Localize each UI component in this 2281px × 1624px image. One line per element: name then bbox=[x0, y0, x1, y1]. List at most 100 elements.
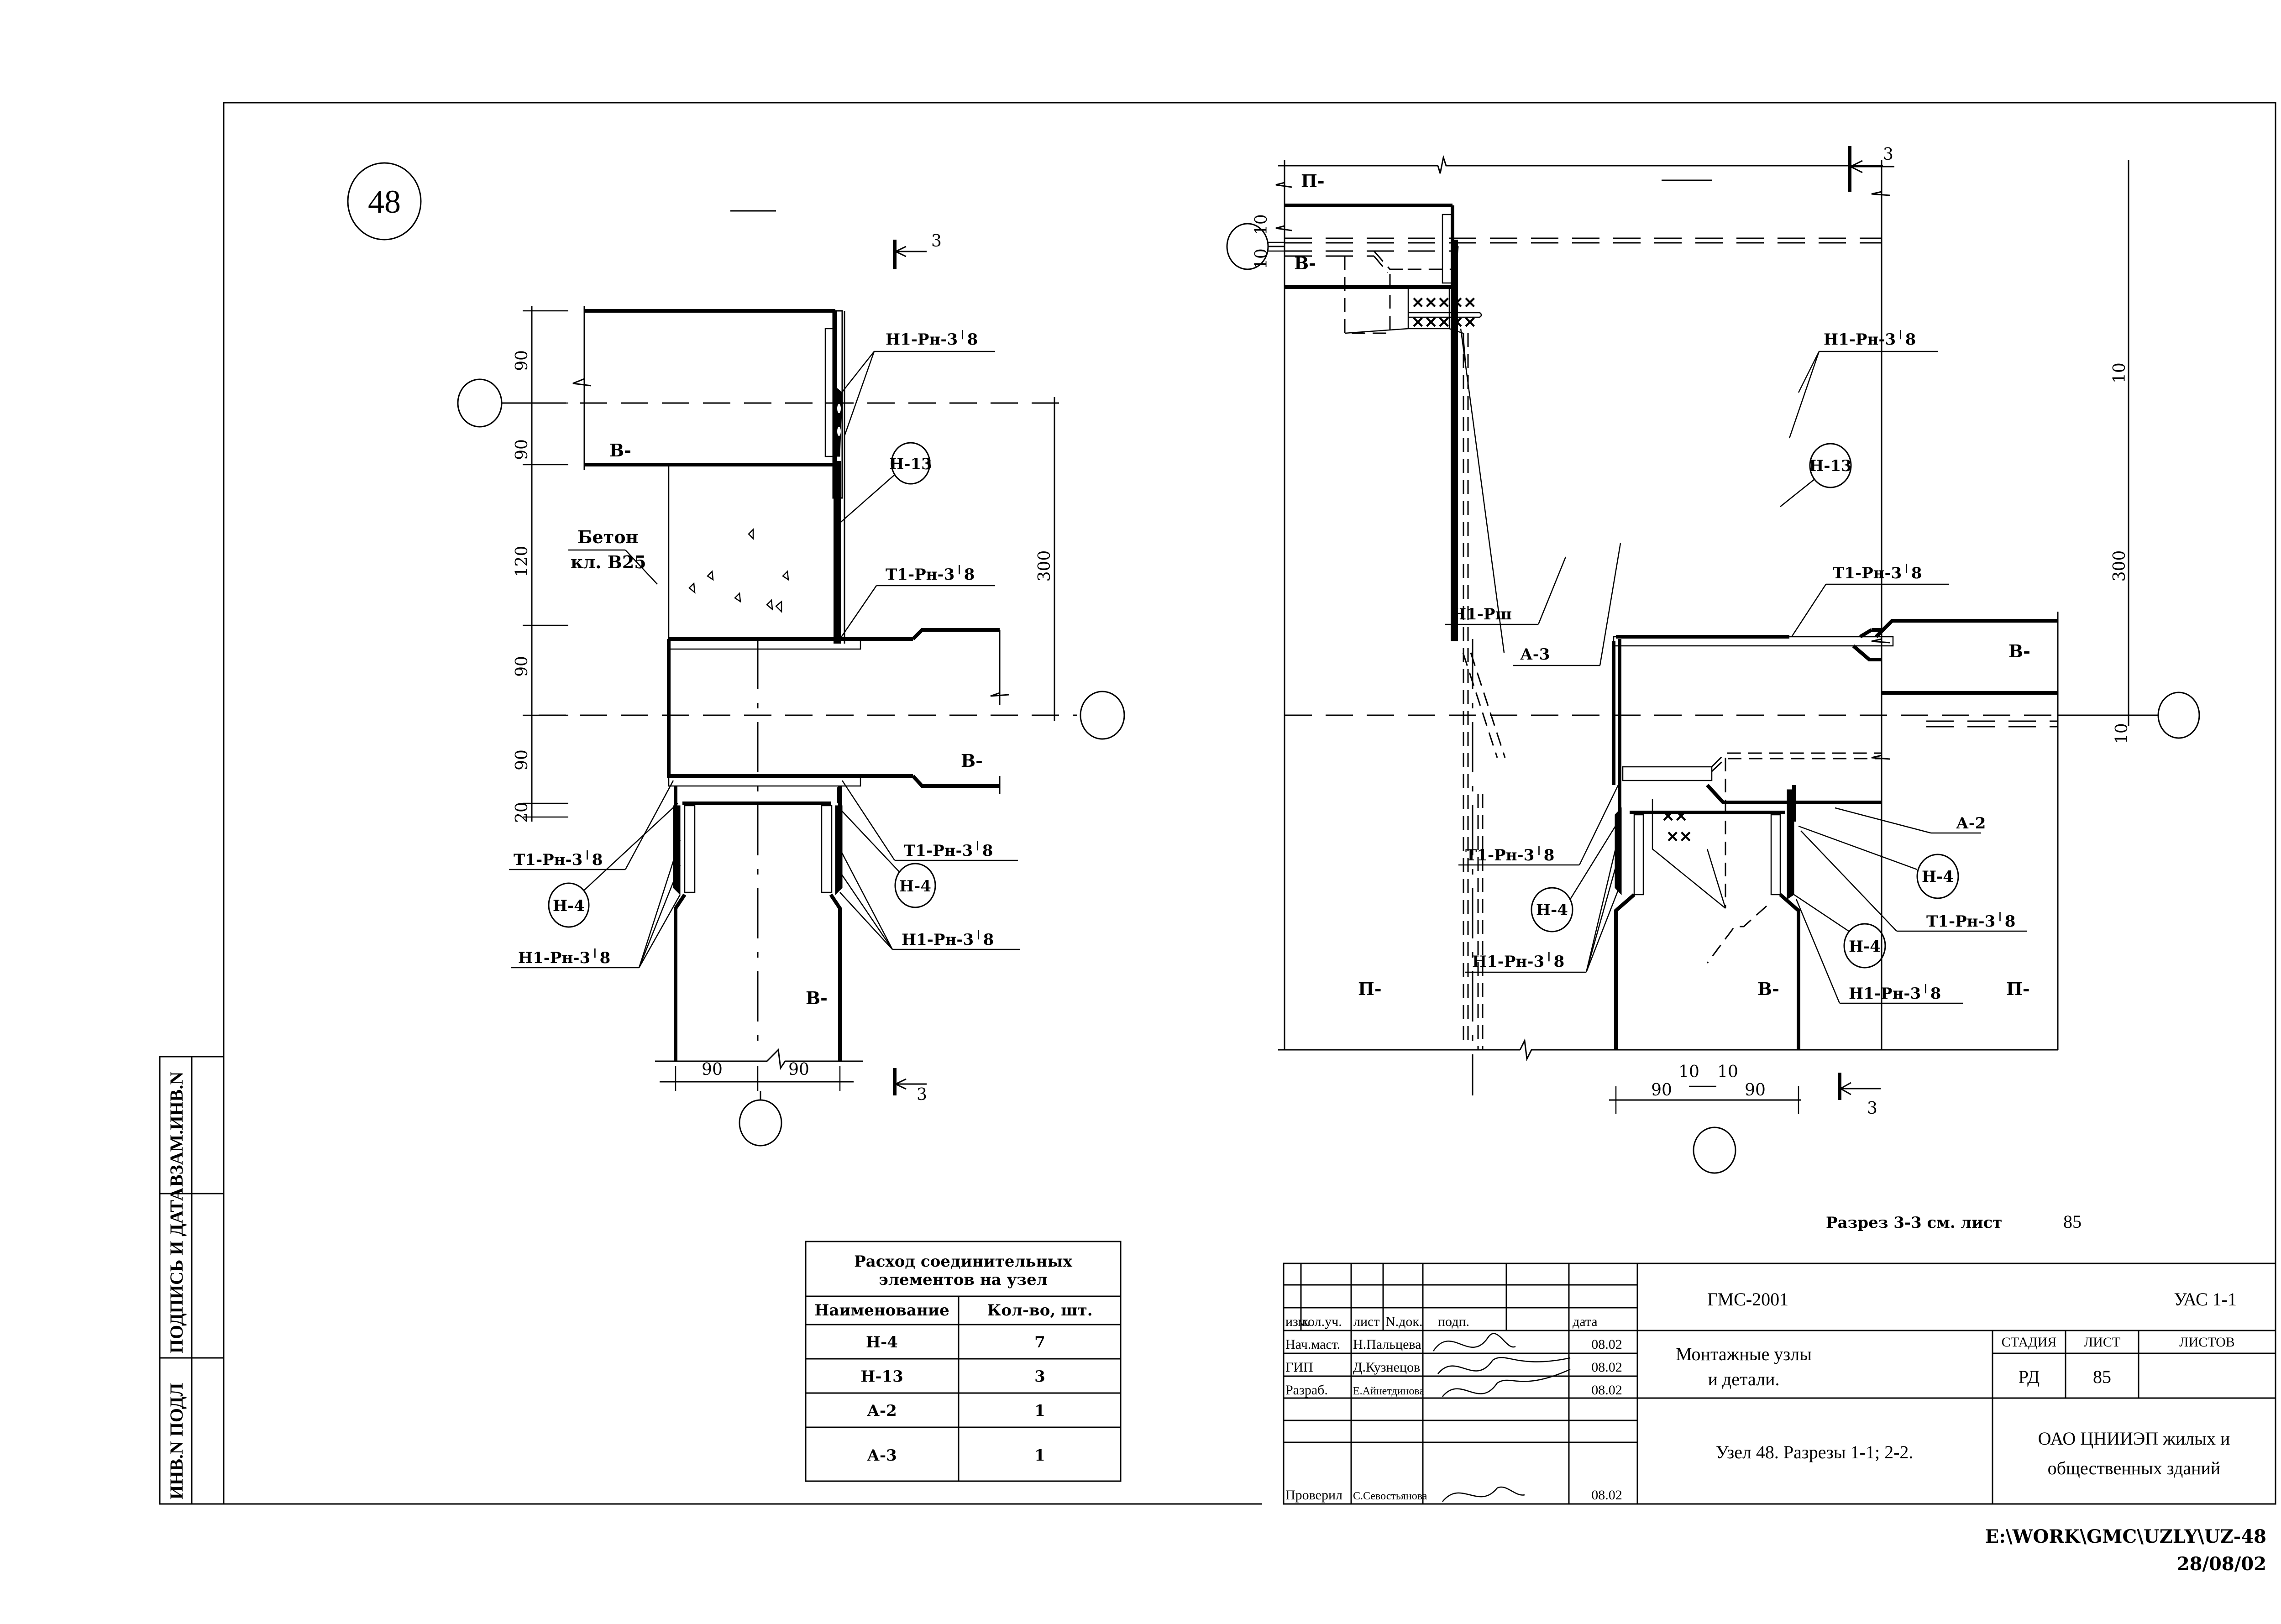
weld-2-h1-right-label: Н1-Рн-3╵8 bbox=[1849, 984, 1941, 1003]
table-row: А-2 1 bbox=[867, 1402, 1045, 1420]
dim-v-3: 120 bbox=[513, 546, 531, 577]
dim-2-bottom-right: 90 bbox=[1745, 1081, 1766, 1100]
signature-date: 08.02 bbox=[1591, 1383, 1622, 1398]
part-2-h13-bubble bbox=[1809, 443, 1852, 488]
dim-right-300: 300 bbox=[1035, 550, 1054, 582]
col-header-izm: изм. bbox=[1285, 1314, 1310, 1329]
weld-2-h1-top-label: Н1-Рн-3╵8 bbox=[1824, 330, 1916, 349]
signature-date: 08.02 bbox=[1591, 1360, 1622, 1375]
sheet-header: ЛИСТ bbox=[2084, 1335, 2120, 1350]
table-header-name: Наименование bbox=[814, 1301, 949, 1320]
table-cell-name: А-3 bbox=[867, 1446, 897, 1465]
table-cell-qty: 3 bbox=[1034, 1367, 1045, 1386]
axis-bubble-bottom bbox=[739, 1099, 782, 1147]
node-number-badge: 48 bbox=[347, 162, 422, 241]
signature-scribble bbox=[1442, 1368, 1571, 1397]
table-cell-qty: 1 bbox=[1034, 1446, 1045, 1465]
panel-b-bottom-label: В- bbox=[806, 988, 828, 1008]
title-block-col-headers: изм. кол.уч. лист N.док. подп. дата bbox=[1285, 1314, 1598, 1329]
section-2-mark-top: 3 bbox=[1883, 145, 1893, 164]
signature-row: ГИП Д.Кузнецов 08.02 bbox=[1285, 1357, 1622, 1375]
signature-role: Нач.маст. bbox=[1285, 1337, 1340, 1352]
col-header-list: лист bbox=[1353, 1314, 1379, 1329]
table-cell-name: А-2 bbox=[867, 1402, 897, 1420]
side-stamp-cell-3: ИНВ.N ПОДЛ bbox=[166, 1383, 187, 1499]
panel-p-top-label: П- bbox=[1301, 171, 1325, 191]
vertical-dim-ticks bbox=[523, 310, 568, 818]
doc-title-line-2: и детали. bbox=[1708, 1369, 1780, 1389]
file-path: E:\WORK\GMC\UZLY\UZ-48 bbox=[1985, 1526, 2266, 1547]
dim-v-6: 20 bbox=[513, 802, 531, 823]
table-row: А-3 1 bbox=[867, 1446, 1045, 1465]
panel-b-bottom-2-label: В- bbox=[1757, 979, 1779, 999]
signature-name: Н.Пальцева bbox=[1353, 1337, 1421, 1352]
weld-2-t1-left-label: Т1-Рн-3╵8 bbox=[1465, 846, 1554, 864]
org-line-2: общественных зданий bbox=[2048, 1458, 2221, 1478]
signature-scribble bbox=[1432, 1333, 1516, 1352]
part-h4-left-bubble bbox=[548, 882, 590, 928]
dim-2-left-top: 10 bbox=[1252, 214, 1271, 235]
table-cell-name: Н-13 bbox=[860, 1367, 903, 1386]
section-mark-bottom: 3 bbox=[917, 1085, 927, 1104]
sheets-header: ЛИСТОВ bbox=[2179, 1335, 2235, 1350]
see-section-note: Разрез 3-3 см. лист bbox=[1826, 1214, 2002, 1232]
section-2-2: 3 П- В- 10 10 bbox=[1226, 145, 2200, 1232]
dim-v-2: 90 bbox=[513, 439, 531, 460]
table-title-line-1: Расход соединительных bbox=[854, 1252, 1072, 1271]
side-stamp: ВЗАМ.ИНВ.N ПОДПИСЬ И ДАТА ИНВ.N ПОДЛ bbox=[159, 1056, 225, 1505]
weld-t1-right-label: Т1-Рн-3╵8 bbox=[904, 841, 993, 860]
svg-text:✕✕: ✕✕ bbox=[1666, 828, 1692, 846]
dim-v-1: 90 bbox=[513, 350, 531, 371]
part-2-h4-left-bubble bbox=[1531, 887, 1573, 932]
axis-bubble-right bbox=[1080, 691, 1125, 740]
col-header-podp: подп. bbox=[1438, 1314, 1469, 1329]
signature-row: Разраб. Е.Айнетдинова 08.02 bbox=[1285, 1368, 1622, 1398]
weld-2-h1-left-label: Н1-Рн-3╵8 bbox=[1472, 952, 1564, 971]
panel-b-top-label: В- bbox=[609, 440, 631, 461]
part-2-h4-right-b-label: Н-4 bbox=[1849, 938, 1881, 956]
a3-weld-crosses: ✕✕✕✕✕ ✕✕✕✕✕ bbox=[1411, 294, 1476, 332]
signature-role: ГИП bbox=[1285, 1360, 1313, 1375]
doc-title-line-1: Монтажные узлы bbox=[1676, 1344, 1812, 1364]
col-header-data: дата bbox=[1573, 1314, 1598, 1329]
signature-name: Е.Айнетдинова bbox=[1353, 1385, 1424, 1397]
table-row: Н-4 7 bbox=[866, 1333, 1045, 1352]
dim-2-small-left: 10 bbox=[1678, 1063, 1699, 1081]
weld-t1-top-label: Т1-Рн-3╵8 bbox=[886, 565, 975, 584]
table-header-qty: Кол-во, шт. bbox=[987, 1301, 1092, 1320]
weld-h1-psh-label: Н1-Рш bbox=[1452, 605, 1512, 623]
dim-v-5: 90 bbox=[513, 749, 531, 770]
table-cell-qty: 1 bbox=[1034, 1402, 1045, 1420]
part-a3-label: А-3 bbox=[1520, 645, 1550, 664]
weld-h1-left-label: Н1-Рн-3╵8 bbox=[518, 948, 610, 967]
dim-2-right-top: 10 bbox=[2110, 362, 2129, 383]
project-code: ГМС-2001 bbox=[1707, 1289, 1788, 1310]
axis-2-bubble-bottom bbox=[1693, 1126, 1736, 1174]
panel-b-right-label: В- bbox=[2008, 641, 2030, 661]
weld-2-t1-top-label: Т1-Рн-3╵8 bbox=[1833, 564, 1922, 582]
side-stamp-cell-1: ВЗАМ.ИНВ.N bbox=[166, 1072, 187, 1187]
svg-text:✕✕✕✕✕: ✕✕✕✕✕ bbox=[1411, 314, 1476, 332]
dim-2-bottom-left: 90 bbox=[1651, 1081, 1672, 1100]
dim-bottom-left: 90 bbox=[702, 1060, 723, 1079]
col-header-ndok: N.док. bbox=[1385, 1314, 1423, 1329]
consumption-table: Расход соединительных элементов на узел … bbox=[805, 1241, 1122, 1482]
part-2-h4-left-label: Н-4 bbox=[1536, 901, 1568, 919]
part-h13-bubble bbox=[891, 442, 931, 485]
signature-scribble bbox=[1437, 1357, 1571, 1374]
svg-text:✕✕: ✕✕ bbox=[1662, 807, 1688, 826]
table-row: Н-13 3 bbox=[860, 1367, 1045, 1386]
stage-value: РД bbox=[2019, 1367, 2040, 1387]
org-line-1: ОАО ЦНИИЭП жилых и bbox=[2038, 1428, 2230, 1449]
signature-row: Нач.маст. Н.Пальцева 08.02 bbox=[1285, 1333, 1622, 1352]
a2-weld-crosses: ✕✕ ✕✕ bbox=[1662, 807, 1692, 846]
part-2-h4-right-b-bubble bbox=[1843, 923, 1886, 969]
file-date: 28/08/02 bbox=[2177, 1553, 2266, 1575]
panel-p-bottom-right-label: П- bbox=[2006, 979, 2030, 999]
part-2-h4-right-a-bubble bbox=[1916, 854, 1959, 899]
table-title-line-2: элементов на узел bbox=[879, 1271, 1047, 1289]
see-section-sheet: 85 bbox=[2063, 1211, 2082, 1232]
section-1-1: 3 Бетон кл. В bbox=[457, 210, 1125, 1147]
signature-name: Д.Кузнецов bbox=[1353, 1360, 1420, 1375]
